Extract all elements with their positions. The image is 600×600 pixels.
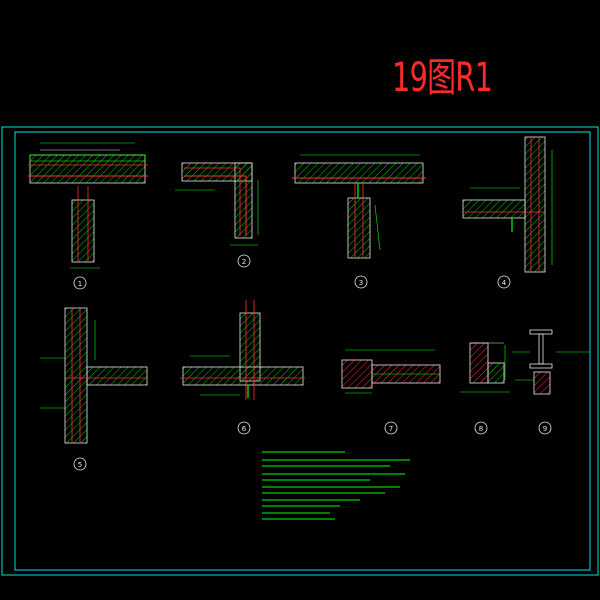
outer-frame xyxy=(1,126,599,576)
detail-5 xyxy=(40,307,148,471)
detail-label-1: 1 xyxy=(78,280,82,288)
general-notes xyxy=(262,451,410,520)
detail-label-6: 6 xyxy=(242,425,247,433)
detail-3 xyxy=(292,154,426,289)
detail-6 xyxy=(180,300,305,435)
detail-labels: 1 2 3 4 5 6 7 8 9 xyxy=(78,258,547,469)
detail-1 xyxy=(28,142,148,290)
detail-label-5: 5 xyxy=(78,461,82,469)
detail-8 xyxy=(460,342,510,435)
detail-9 xyxy=(512,329,590,435)
detail-label-4: 4 xyxy=(502,279,507,287)
detail-label-7: 7 xyxy=(389,425,393,433)
inner-frame xyxy=(14,131,591,571)
detail-label-2: 2 xyxy=(242,258,246,266)
detail-7 xyxy=(341,349,441,435)
detail-label-3: 3 xyxy=(359,279,363,287)
detail-label-8: 8 xyxy=(479,425,483,433)
detail-label-9: 9 xyxy=(543,425,547,433)
detail-4 xyxy=(462,136,553,289)
detail-2 xyxy=(175,162,259,268)
